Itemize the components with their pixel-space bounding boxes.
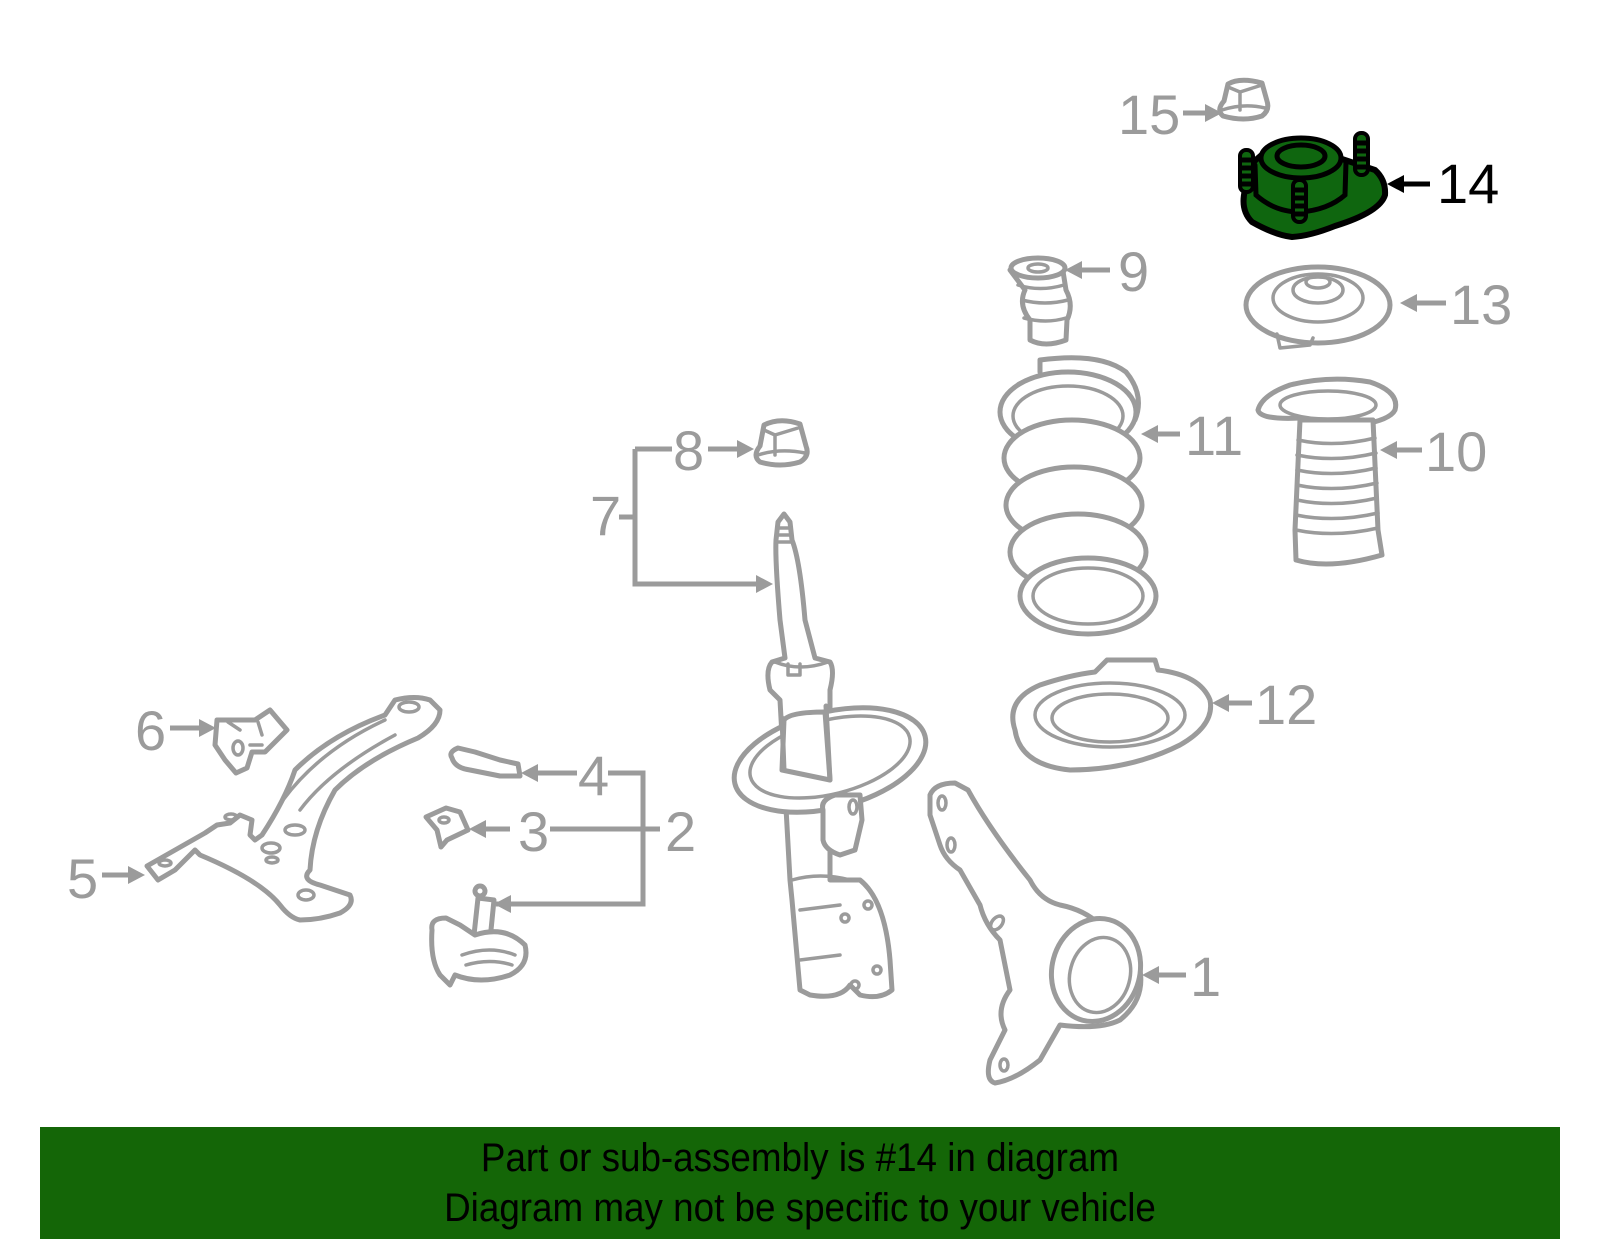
part-15-mount-nut[interactable] <box>1217 77 1271 122</box>
callout-label-12: 12 <box>1255 673 1317 736</box>
callout-1: 1 <box>1142 945 1221 1008</box>
part-13-upper-seat[interactable] <box>1243 264 1393 350</box>
callout-label-15: 15 <box>1118 83 1180 146</box>
callout-label-13: 13 <box>1450 273 1512 336</box>
arrow-icon <box>521 764 538 782</box>
part-4-boot[interactable] <box>448 745 523 779</box>
arrow-icon <box>737 440 754 458</box>
callout-label-7: 7 <box>590 484 621 547</box>
arrow-icon <box>1142 966 1159 984</box>
part-8-strut-nut[interactable] <box>753 418 810 468</box>
arrow-icon <box>756 575 773 593</box>
callout-9: 9 <box>1065 240 1149 303</box>
part-1-steering-knuckle[interactable] <box>927 780 1152 1086</box>
callout-5: 5 <box>67 847 145 910</box>
callout-label-4: 4 <box>578 744 609 807</box>
callout-14: 14 <box>1387 152 1499 215</box>
part-5-control-arm[interactable] <box>144 695 443 923</box>
callout-label-8: 8 <box>673 419 704 482</box>
part-7-strut-assembly[interactable] <box>723 511 936 1000</box>
info-banner: Part or sub-assembly is #14 in diagram D… <box>40 1127 1560 1239</box>
callout-label-10: 10 <box>1425 420 1487 483</box>
callout-10: 10 <box>1380 420 1487 483</box>
callout-11: 11 <box>1141 404 1243 467</box>
banner-line-disclaimer: Diagram may not be specific to your vehi… <box>444 1186 1156 1230</box>
part-2-ball-joint[interactable] <box>429 883 529 988</box>
part-12-lower-insulator[interactable] <box>1010 657 1214 773</box>
arrow-icon <box>1205 104 1222 122</box>
part-11-coil-spring[interactable] <box>997 355 1159 637</box>
arrow-icon <box>494 895 511 913</box>
banner-line-part-number: Part or sub-assembly is #14 in diagram <box>480 1136 1120 1180</box>
callout-label-1: 1 <box>1190 945 1221 1008</box>
callout-7-8: 7 8 <box>590 419 773 593</box>
arrow-icon <box>1141 425 1158 443</box>
arrow-icon <box>1387 175 1404 193</box>
part-6-bushing[interactable] <box>212 707 290 776</box>
part-9-bump-stop[interactable] <box>1007 255 1073 347</box>
arrow-icon <box>469 820 486 838</box>
arrow-icon <box>1380 441 1397 459</box>
callout-label-2: 2 <box>665 800 696 863</box>
callout-label-3: 3 <box>518 800 549 863</box>
callout-12: 12 <box>1212 673 1317 736</box>
part-3-clip[interactable] <box>423 805 471 850</box>
callout-13: 13 <box>1400 273 1512 336</box>
arrow-icon <box>1212 694 1229 712</box>
callout-label-9: 9 <box>1118 240 1149 303</box>
callout-label-11: 11 <box>1185 404 1243 467</box>
callout-label-5: 5 <box>67 847 98 910</box>
part-14-strut-mount[interactable] <box>1238 131 1389 240</box>
callout-15: 15 <box>1118 83 1222 146</box>
arrow-icon <box>1065 261 1082 279</box>
arrow-icon <box>128 866 145 884</box>
callout-label-14: 14 <box>1437 152 1499 215</box>
callout-2-3-4: 4 3 2 <box>469 744 696 913</box>
arrow-icon <box>1400 294 1417 312</box>
callout-6: 6 <box>135 699 216 762</box>
part-10-dust-boot[interactable] <box>1255 376 1399 567</box>
callout-label-6: 6 <box>135 699 166 762</box>
arrow-icon <box>199 719 216 737</box>
